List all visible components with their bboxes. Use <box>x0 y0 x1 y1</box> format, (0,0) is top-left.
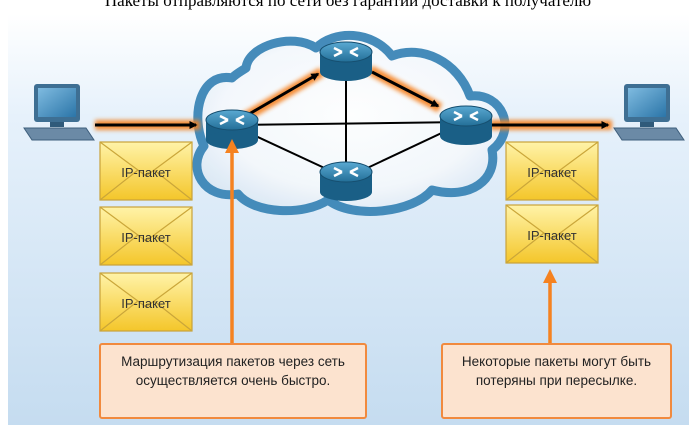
router-icon <box>319 41 373 81</box>
envelope-icon <box>99 272 193 332</box>
envelope-label: IP-пакет <box>121 296 171 311</box>
router-icon <box>319 161 373 201</box>
envelope-label: IP-пакет <box>121 230 171 245</box>
arrow-router1-to-router2 <box>243 72 320 119</box>
envelope-icon <box>99 206 193 266</box>
callout-packet-loss: Некоторые пакеты могут быть потеряны при… <box>441 343 672 419</box>
envelope-label: IP-пакет <box>121 165 171 180</box>
ip-packet-envelope: IP-пакет <box>100 273 192 331</box>
ip-packet-envelope: IP-пакет <box>100 207 192 265</box>
computer-icon <box>23 84 95 141</box>
envelope-icon <box>505 141 599 201</box>
ip-packet-envelope: IP-пакет <box>100 142 192 200</box>
ip-packet-envelope: IP-пакет <box>506 142 598 200</box>
ip-packet-envelope: IP-пакет <box>506 205 598 263</box>
router-icon <box>205 109 259 149</box>
computer-icon <box>613 84 685 141</box>
envelope-label: IP-пакет <box>527 228 577 243</box>
envelope-icon <box>505 204 599 264</box>
highlighted-path-arrows <box>95 70 610 129</box>
callout-routing-speed: Маршрутизация пакетов через сеть осущест… <box>99 343 367 419</box>
envelope-icon <box>99 141 193 201</box>
link-left-right <box>231 121 466 126</box>
envelope-label: IP-пакет <box>527 165 577 180</box>
callout-pointers <box>225 139 557 344</box>
arrow-router2-to-router3 <box>371 70 440 108</box>
router-icon <box>439 105 493 145</box>
envelope-shapes <box>99 141 599 332</box>
top-caption: Пакеты отправляются по сети без гарантии… <box>104 0 592 10</box>
